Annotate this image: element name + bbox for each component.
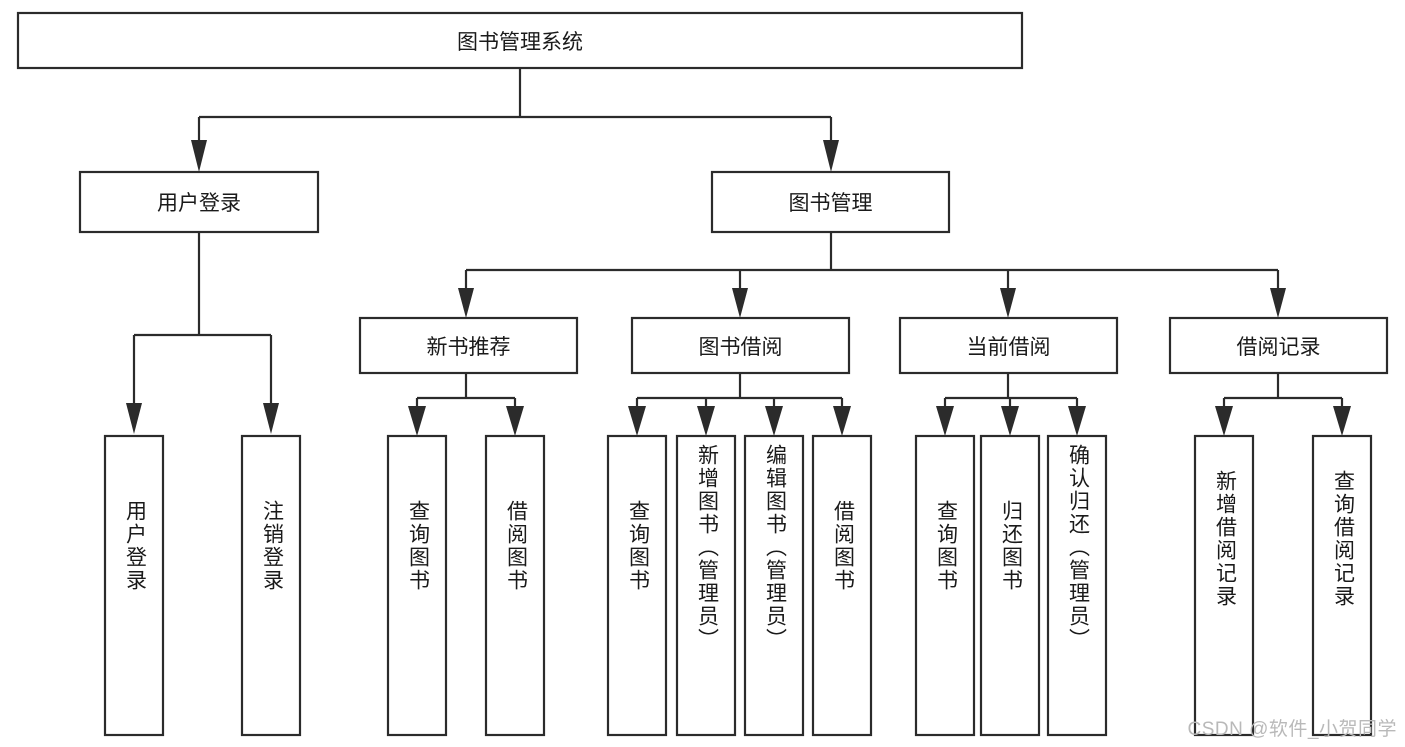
node-box-leaf-add-book[interactable] (675, 434, 737, 737)
node-box-leaf-query-book-1[interactable] (386, 434, 448, 737)
node-box-leaf-logout[interactable] (240, 434, 302, 737)
watermark: CSDN @软件_小贺同学 (1187, 719, 1397, 740)
arrow-head-leaf-return-book (1001, 406, 1019, 436)
connectors-new-book-rec-to-leaves (408, 373, 524, 436)
node-box-borrow-record[interactable] (1168, 316, 1389, 375)
arrow-head-book-manage (823, 140, 839, 172)
node-box-leaf-query-record[interactable] (1311, 434, 1373, 737)
node-box-leaf-query-book-3[interactable] (914, 434, 976, 737)
node-box-user-login[interactable] (78, 170, 320, 234)
connectors-user-login-to-leaves (126, 232, 279, 434)
arrow-head-leaf-logout (263, 403, 279, 434)
arrow-head-new-book-rec (458, 288, 474, 318)
arrow-head-borrow-record (1270, 288, 1286, 318)
arrow-head-leaf-query-record (1333, 406, 1351, 436)
arrow-head-leaf-user-login (126, 403, 142, 434)
node-box-book-borrow[interactable] (630, 316, 851, 375)
arrow-head-user-login (191, 140, 207, 172)
arrow-head-leaf-add-book (697, 406, 715, 436)
arrow-head-leaf-query-book-3 (936, 406, 954, 436)
node-box-book-manage[interactable] (710, 170, 951, 234)
connectors-book-borrow-to-leaves (628, 373, 851, 436)
arrow-head-leaf-edit-book (765, 406, 783, 436)
arrow-head-current-borrow (1000, 288, 1016, 318)
arrow-head-book-borrow (732, 288, 748, 318)
node-box-new-book-rec[interactable] (358, 316, 579, 375)
arrow-head-leaf-confirm-return (1068, 406, 1086, 436)
connectors-book-manage-to-level3 (458, 232, 1286, 318)
connectors-root-to-level2 (191, 68, 839, 172)
node-box-leaf-user-login[interactable] (103, 434, 165, 737)
arrow-head-leaf-borrow-book-2 (833, 406, 851, 436)
arrow-head-leaf-borrow-book-1 (506, 406, 524, 436)
connectors-borrow-record-to-leaves (1215, 373, 1351, 436)
connectors-current-borrow-to-leaves (936, 373, 1086, 436)
node-box-root[interactable] (16, 11, 1024, 70)
node-box-leaf-borrow-book-1[interactable] (484, 434, 546, 737)
node-box-leaf-query-book-2[interactable] (606, 434, 668, 737)
arrow-head-leaf-query-book-2 (628, 406, 646, 436)
node-box-leaf-return-book[interactable] (979, 434, 1041, 737)
arrow-head-leaf-add-record (1215, 406, 1233, 436)
node-box-leaf-edit-book[interactable] (743, 434, 805, 737)
node-box-leaf-confirm-return[interactable] (1046, 434, 1108, 737)
node-box-current-borrow[interactable] (898, 316, 1119, 375)
node-box-leaf-borrow-book-2[interactable] (811, 434, 873, 737)
arrow-head-leaf-query-book-1 (408, 406, 426, 436)
node-box-leaf-add-record[interactable] (1193, 434, 1255, 737)
